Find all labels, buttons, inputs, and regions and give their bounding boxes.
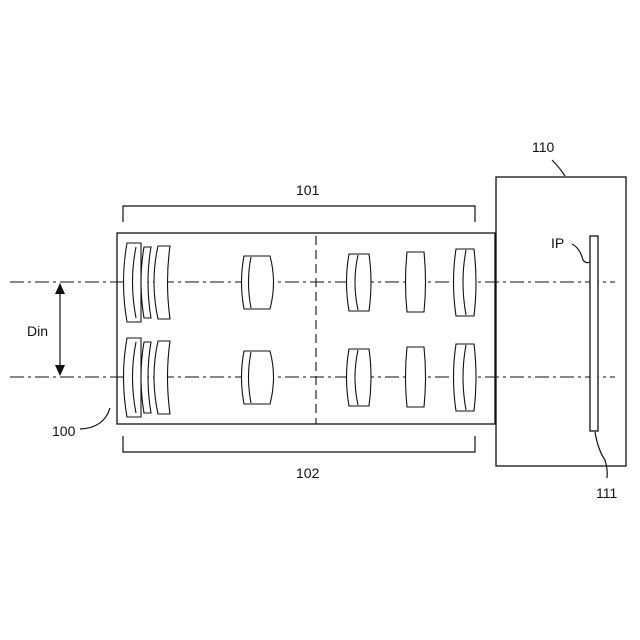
lens-unit-housing: [117, 233, 495, 424]
lens-element: [154, 246, 170, 319]
upper-bracket: [123, 206, 475, 222]
lens-element: [406, 252, 426, 312]
lens-element: [154, 341, 170, 414]
leader-110: [552, 160, 565, 176]
label-ip: IP: [551, 235, 564, 251]
label-101: 101: [296, 182, 320, 198]
din-arrow-top: [55, 283, 65, 294]
lens-element: [347, 254, 372, 311]
label-110: 110: [532, 139, 555, 155]
lens-element: [406, 347, 426, 407]
din-arrow-bottom: [55, 365, 65, 376]
label-111: 111: [596, 485, 617, 501]
lens-element: [347, 349, 372, 406]
label-102: 102: [296, 465, 320, 481]
label-din: Din: [27, 323, 48, 339]
leader-100: [80, 408, 110, 429]
lens-element: [242, 256, 274, 309]
lens-element: [242, 351, 274, 404]
image-sensor: [590, 236, 598, 431]
camera-body: [496, 177, 626, 466]
label-100: 100: [52, 423, 76, 439]
lower-bracket: [123, 436, 475, 452]
